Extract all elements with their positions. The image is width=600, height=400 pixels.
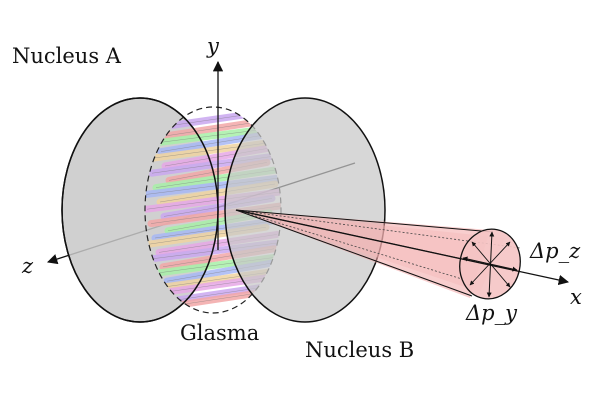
cone-inner-2 — [235, 209, 463, 280]
delta-py-label: Δp_y — [465, 301, 518, 325]
x-axis-label: x — [570, 285, 582, 309]
x-axis — [235, 209, 570, 286]
nucleus-b-label: Nucleus B — [305, 338, 414, 362]
glasma-label: Glasma — [180, 321, 259, 345]
cap-diag-2 — [469, 241, 511, 286]
cone-edge-top — [235, 209, 494, 233]
nucleus-a-label: Nucleus A — [12, 44, 122, 68]
nucleus-b-disk — [224, 97, 386, 323]
z-axis-label: z — [21, 254, 34, 278]
y-axis-label: y — [206, 34, 220, 58]
momentum-cone — [236, 210, 490, 298]
cone-edge-bottom — [235, 209, 473, 297]
delta-pz-label: Δp_z — [529, 239, 581, 263]
